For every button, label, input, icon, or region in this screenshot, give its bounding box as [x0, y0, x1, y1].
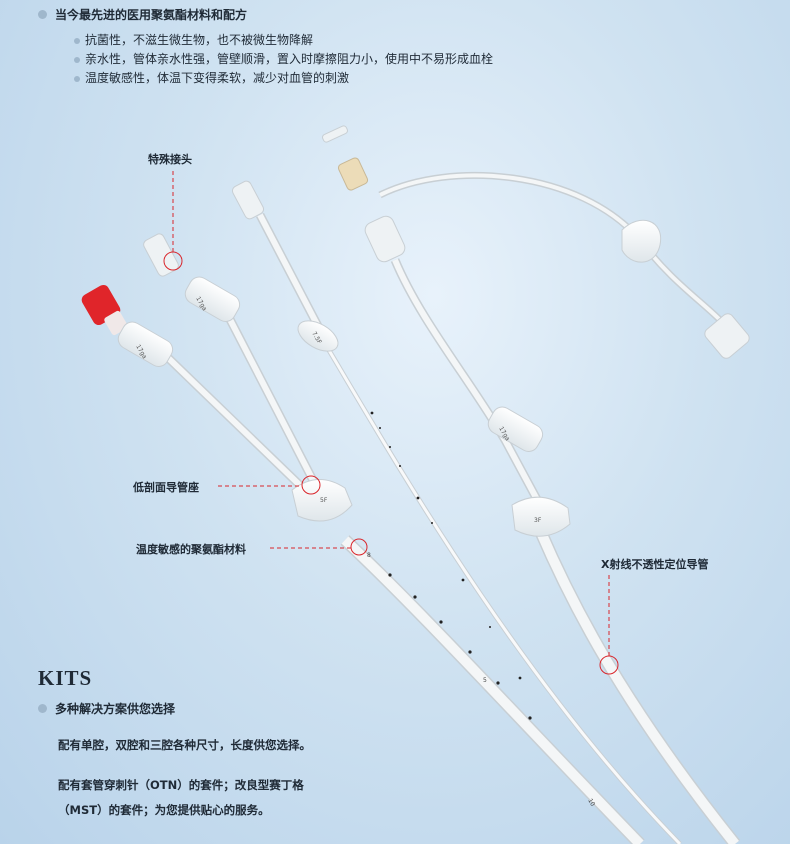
kits-paragraph-1: 配有单腔，双腔和三腔各种尺寸，长度供您选择。	[58, 738, 311, 752]
kits-paragraph-2-line-2: （MST）的套件；为您提供贴心的服务。	[58, 803, 270, 817]
bullet-icon	[38, 10, 47, 19]
clamp-b	[184, 276, 241, 322]
svg-text:5F: 5F	[320, 497, 328, 504]
dilator: 7.5F	[231, 180, 339, 352]
bullet-icon	[74, 56, 80, 63]
svg-text:10: 10	[586, 798, 596, 808]
red-cap-connector: 17ga	[81, 284, 174, 367]
callout-xray-catheter: X射线不透性定位导管	[601, 558, 709, 571]
kits-title: KITS	[38, 666, 93, 690]
clamp-a	[117, 321, 174, 367]
clear-connector: 17ga	[143, 233, 241, 322]
guidewire-assembly: 17ga	[322, 125, 544, 452]
callout-special-connector: 特殊接头	[148, 153, 192, 166]
clamp-c	[487, 406, 544, 452]
list-item: 抗菌性，不滋生微生物，也不被微生物降解	[74, 31, 493, 50]
kits-paragraph-2-line-1: 配有套管穿刺针（OTN）的套件；改良型赛丁格	[58, 778, 304, 792]
bullet-icon	[74, 75, 80, 82]
bullet-icon	[74, 37, 80, 44]
hub-b: 3F	[511, 496, 571, 537]
list-item: 温度敏感性，体温下变得柔软，减少对血管的刺激	[74, 69, 493, 88]
intro-list: 抗菌性，不滋生微生物，也不被微生物降解 亲水性，管体亲水性强，管壁顺滑，置入时摩…	[74, 31, 493, 88]
svg-text:5: 5	[483, 677, 487, 684]
callout-low-profile-hub: 低剖面导管座	[133, 481, 199, 494]
catheter-tubes	[156, 171, 741, 844]
bullet-icon	[38, 704, 47, 713]
side-port	[621, 219, 750, 359]
callout-circle	[301, 475, 321, 495]
list-item: 亲水性，管体亲水性强，管壁顺滑，置入时摩擦阻力小，使用中不易形成血栓	[74, 50, 493, 69]
hub-a: 5F	[291, 479, 353, 522]
svg-text:3F: 3F	[534, 517, 542, 524]
hub-c	[297, 320, 339, 352]
kits-subheading: 多种解决方案供您选择	[38, 700, 175, 717]
intro-heading: 当今最先进的医用聚氨酯材料和配方	[38, 6, 247, 23]
callout-temp-sensitive-pu: 温度敏感的聚氨酯材料	[136, 543, 246, 556]
callout-circle	[350, 538, 368, 556]
svg-text:8: 8	[367, 552, 371, 559]
